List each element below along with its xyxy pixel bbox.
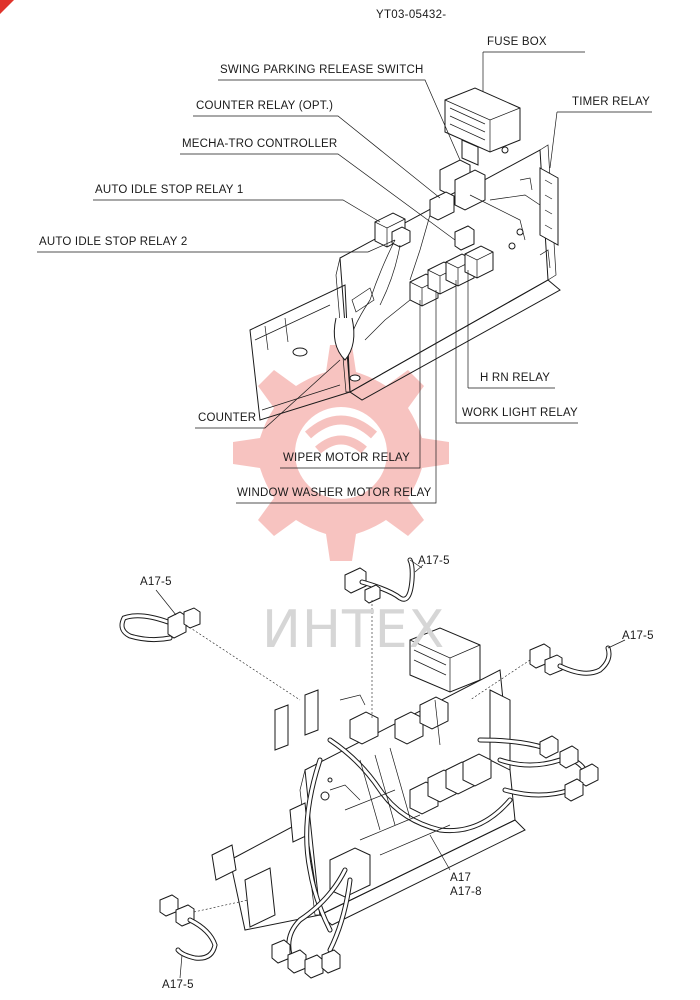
label-harness-top-right: A17-5 xyxy=(622,630,654,642)
label-wiper-motor-relay: WIPER MOTOR RELAY xyxy=(283,452,410,464)
bottom-assembly xyxy=(211,627,599,979)
label-work-light-relay: WORK LIGHT RELAY xyxy=(462,407,578,419)
label-harness-top-left: A17-5 xyxy=(140,576,172,588)
label-main-a17: A17 xyxy=(450,872,472,884)
label-horn-relay: H RN RELAY xyxy=(480,372,551,384)
label-counter-relay-opt: COUNTER RELAY (OPT.) xyxy=(196,100,334,112)
corner-mark xyxy=(0,0,14,14)
relay-row xyxy=(409,245,494,307)
label-main-a17-8: A17-8 xyxy=(450,886,482,898)
label-mecha-tro-controller: MECHA-TRO CONTROLLER xyxy=(182,138,338,150)
label-fuse-box: FUSE BOX xyxy=(487,36,547,48)
label-harness-bottom-left: A17-5 xyxy=(162,979,194,991)
leader-lines-top xyxy=(37,51,652,504)
label-harness-top-center: A17-5 xyxy=(418,555,450,567)
watermark-text: ИНТЕХ xyxy=(262,600,446,660)
label-timer-relay: TIMER RELAY xyxy=(572,96,651,108)
label-swing-parking-release-switch: SWING PARKING RELEASE SWITCH xyxy=(220,64,424,76)
leader-top-center xyxy=(414,564,424,573)
leader-a17 xyxy=(429,834,451,871)
label-counter: COUNTER xyxy=(198,412,257,424)
gear-watermark-hole xyxy=(295,407,387,499)
document-id: YT03-05432- xyxy=(376,9,447,21)
label-auto-idle-stop-relay-1: AUTO IDLE STOP RELAY 1 xyxy=(95,184,244,196)
harness-top-center xyxy=(344,557,423,720)
gear-watermark-arcs xyxy=(304,415,378,454)
harness-top-right xyxy=(469,639,626,701)
label-window-washer-motor-relay: WINDOW WASHER MOTOR RELAY xyxy=(237,487,432,499)
top-assembly xyxy=(249,87,561,421)
harness-bottom-left xyxy=(159,894,249,979)
harness-top-left xyxy=(119,589,301,701)
label-auto-idle-stop-relay-2: AUTO IDLE STOP RELAY 2 xyxy=(39,236,188,248)
